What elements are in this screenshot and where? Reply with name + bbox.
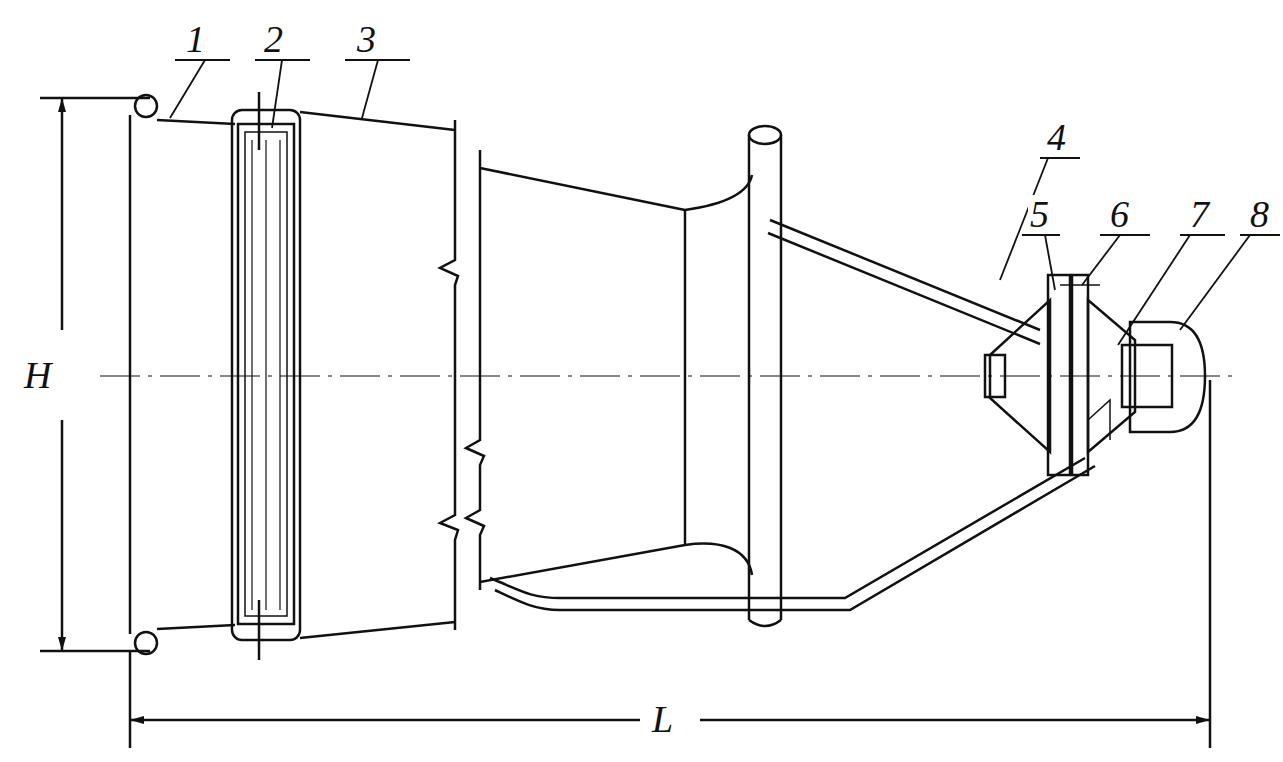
- callout-number: 7: [1188, 195, 1211, 233]
- callout-number: 3: [355, 20, 378, 58]
- callout-number: 4: [1045, 118, 1068, 156]
- callout-number: 8: [1248, 195, 1271, 233]
- callout-number: 2: [262, 20, 285, 58]
- callout-number: 1: [184, 20, 207, 58]
- callout-number: 5: [1028, 195, 1051, 233]
- dimension-label: L: [650, 700, 675, 738]
- dimension-label: H: [22, 356, 53, 394]
- callout-number: 6: [1108, 195, 1131, 233]
